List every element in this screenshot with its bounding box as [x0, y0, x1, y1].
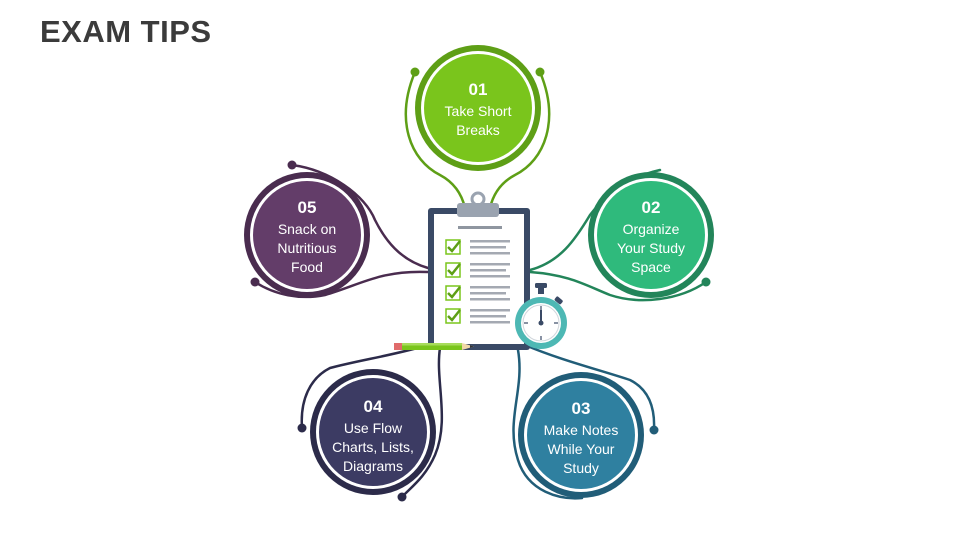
tip-circle-02	[588, 172, 714, 298]
checkmark-icon	[445, 285, 461, 301]
tip-02: 02 Organize Your Study Space	[596, 198, 706, 277]
clipboard-icon	[428, 191, 530, 350]
checkmark-icon	[445, 239, 461, 255]
tip-label: Take Short Breaks	[444, 103, 512, 138]
tip-04: 04 Use Flow Charts, Lists, Diagrams	[318, 397, 428, 476]
checkmark-icon	[445, 308, 461, 324]
connector-03	[512, 343, 656, 500]
connector-01	[404, 70, 551, 210]
checklist	[445, 239, 510, 324]
tip-circle-04	[310, 369, 436, 495]
page-title: EXAM TIPS	[40, 14, 212, 49]
tip-number: 01	[468, 80, 488, 99]
tip-label: Make Notes While Your Study	[543, 422, 619, 476]
checkmark-icon	[445, 262, 461, 278]
tip-05: 05 Snack on Nutritious Food	[252, 198, 362, 277]
connector-endpoints	[250, 67, 711, 502]
tip-circle-01	[415, 45, 541, 171]
tip-03: 03 Make Notes While Your Study	[526, 399, 636, 478]
tip-01: 01 Take Short Breaks	[423, 80, 533, 140]
tip-number: 05	[297, 198, 317, 217]
stopwatch-icon	[515, 283, 567, 349]
connector-04	[300, 343, 444, 499]
tip-label: Use Flow Charts, Lists, Diagrams	[332, 420, 414, 474]
tip-label: Snack on Nutritious Food	[277, 221, 337, 275]
tip-number: 02	[641, 198, 661, 217]
tip-circle-03	[518, 372, 644, 498]
tip-label: Organize Your Study Space	[617, 221, 685, 275]
tip-circle-05	[244, 172, 370, 298]
tip-number: 04	[363, 397, 383, 416]
tip-number: 03	[571, 399, 591, 418]
pencil-icon	[394, 343, 474, 350]
